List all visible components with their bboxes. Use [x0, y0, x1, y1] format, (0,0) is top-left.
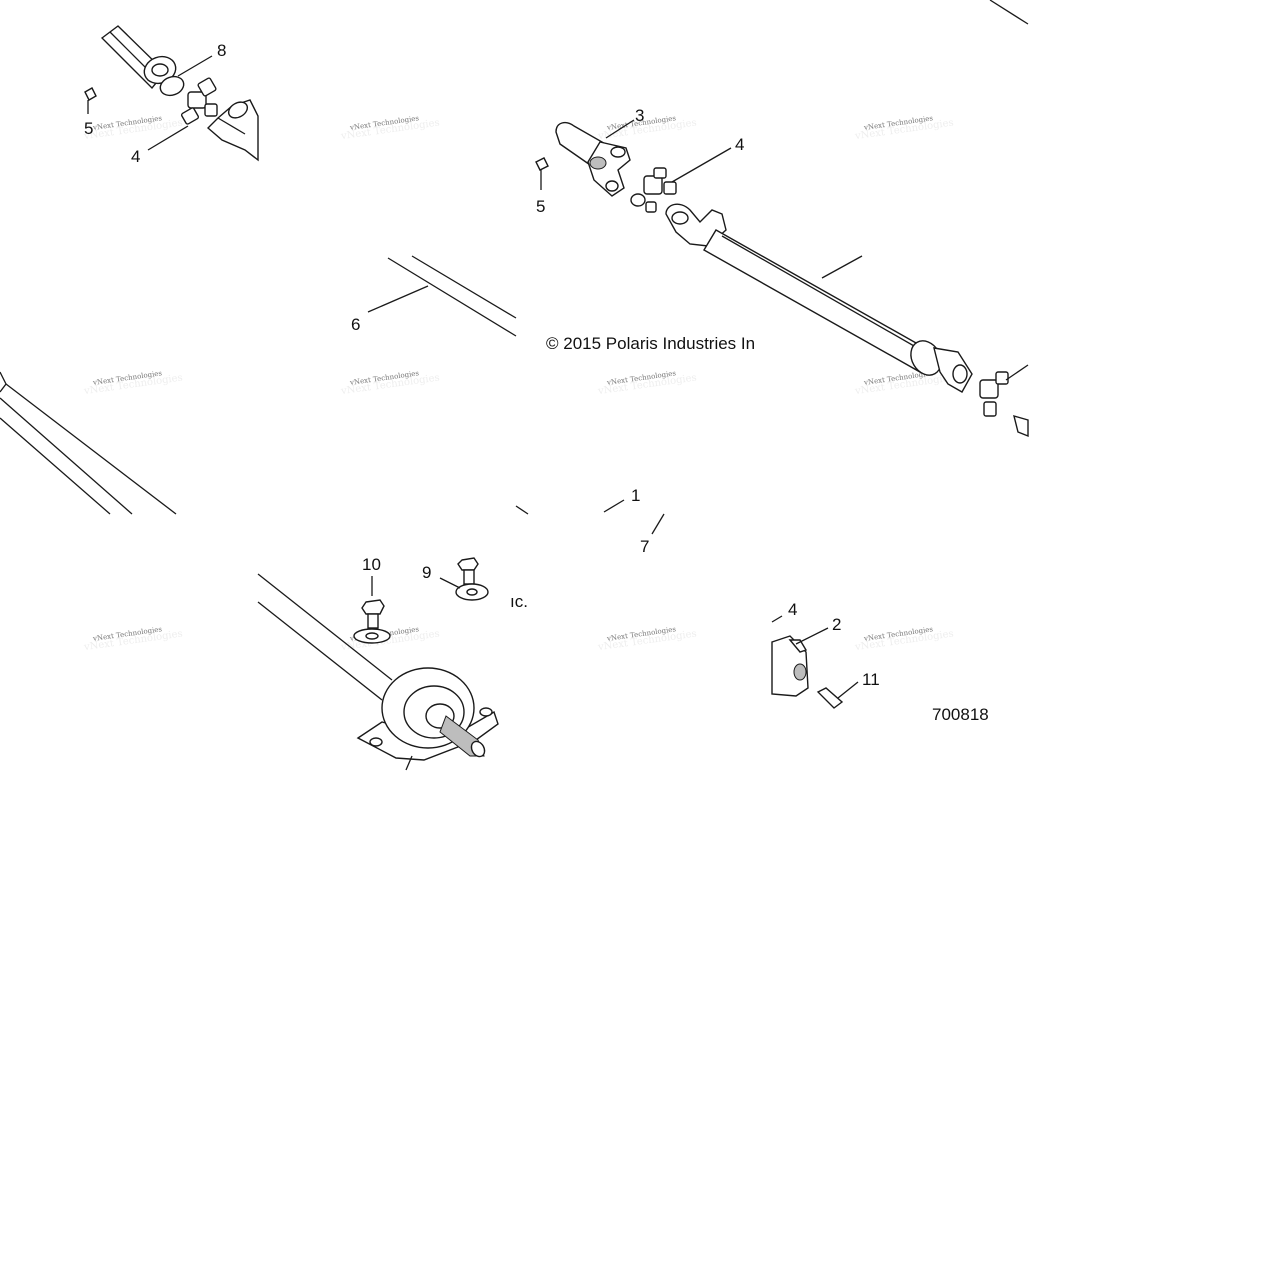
shaft-yoke-rear-hole: [952, 364, 968, 384]
tile-lower-right-yoke: 4 2 11 700818: [771, 600, 989, 724]
roll-pin: [816, 687, 844, 709]
shaft-edge: [5, 383, 177, 515]
shaft-yoke-ear: [227, 101, 249, 119]
leader-line: [605, 119, 635, 139]
u-joint-bearing-cap: [983, 401, 997, 417]
tile-middle-shaft: 6 © 2015 Polaris Industries In: [351, 255, 755, 353]
tile-carrier-bearing: 10 9 ıc.: [257, 555, 528, 771]
leader-line: [795, 627, 829, 645]
leader-line: [651, 513, 665, 535]
slip-yoke-ear-hole: [610, 146, 626, 158]
u-joint-bearing-cap: [653, 167, 667, 179]
callout-3: 3: [635, 106, 644, 125]
u-joint-bearing-cap: [187, 91, 207, 109]
u-joint-bearing-cap: [630, 193, 646, 207]
washer-hole: [466, 588, 478, 596]
leader-line: [1005, 364, 1029, 381]
leader-line: [439, 577, 461, 589]
shaft-edge: [515, 505, 529, 515]
tile-top-left-yoke: 8 5 4: [84, 25, 259, 166]
callout-6: 6: [351, 315, 360, 334]
u-joint-bearing-cap: [204, 103, 218, 117]
splined-shaft-end: [470, 740, 486, 758]
callout-8: 8: [217, 41, 226, 60]
leader-line: [177, 55, 213, 77]
callout-1: 1: [631, 486, 640, 505]
cropped-shaft-edge: [989, 0, 1029, 25]
callout-9: 9: [422, 563, 431, 582]
flange-yoke-bore: [793, 663, 807, 681]
bolt-shank: [463, 569, 475, 585]
tile-left-long-shaft: [0, 371, 177, 515]
tile-upper-center-shaft: 3 4 5: [535, 0, 1029, 438]
callout-4: 4: [131, 147, 140, 166]
tile-center-callouts: 1 7: [515, 486, 665, 556]
u-joint-center: [643, 175, 663, 195]
leader-line: [367, 285, 429, 313]
yoke-fragment: [1013, 414, 1029, 438]
callout-11: 11: [862, 670, 880, 689]
u-joint-center: [979, 379, 999, 399]
leader-line: [603, 499, 625, 513]
u-joint-bearing-cap: [197, 77, 217, 97]
shaft-edge: [257, 601, 383, 701]
slip-yoke-ear-lower: [159, 75, 185, 97]
copyright-notice: © 2015 Polaris Industries In: [546, 334, 755, 353]
grease-fitting: [535, 157, 549, 171]
u-joint-bearing-cap: [645, 201, 657, 213]
leader-line: [837, 681, 859, 699]
u-joint-bearing-cap: [663, 181, 677, 195]
bolt-head: [361, 599, 385, 615]
grease-fitting: [84, 87, 97, 101]
shaft-yoke-edge: [217, 117, 246, 135]
copyright-fragment: ıc.: [510, 592, 528, 611]
bolt-shank: [367, 613, 379, 629]
propeller-shaft-tube-edge: [721, 235, 929, 355]
figure-number: 700818: [932, 705, 989, 724]
callout-2: 2: [832, 615, 841, 634]
leader-line: [405, 755, 413, 771]
callout-10: 10: [362, 555, 381, 574]
washer-hole: [365, 632, 379, 640]
bracket-hole: [369, 737, 383, 747]
shaft-edge: [0, 397, 133, 515]
slip-yoke-bore: [151, 63, 169, 77]
leader-line: [671, 147, 732, 183]
leader-line: [821, 255, 863, 279]
slip-yoke-ear-hole: [605, 180, 619, 192]
bracket-hole: [479, 707, 493, 717]
bolt-head: [457, 557, 479, 571]
shaft-yoke-ear-hole: [671, 211, 689, 225]
shaft-yoke: [206, 99, 259, 162]
slip-yoke-bore: [589, 156, 607, 170]
flange-yoke-ear: [788, 639, 808, 653]
callout-5: 5: [536, 197, 545, 216]
shaft-edge: [257, 573, 393, 681]
callout-4: 4: [735, 135, 744, 154]
shaft-edge: [387, 257, 517, 337]
u-joint-bearing-cap: [995, 371, 1009, 385]
callout-4: 4: [788, 600, 797, 619]
callout-5: 5: [84, 119, 93, 138]
leader-line: [147, 125, 189, 151]
leader-line: [771, 615, 783, 623]
yoke-fragment: [0, 371, 7, 393]
shaft-edge: [0, 417, 111, 515]
u-joint-bearing-cap: [180, 107, 200, 125]
callout-7: 7: [640, 537, 649, 556]
shaft-edge: [411, 255, 517, 319]
